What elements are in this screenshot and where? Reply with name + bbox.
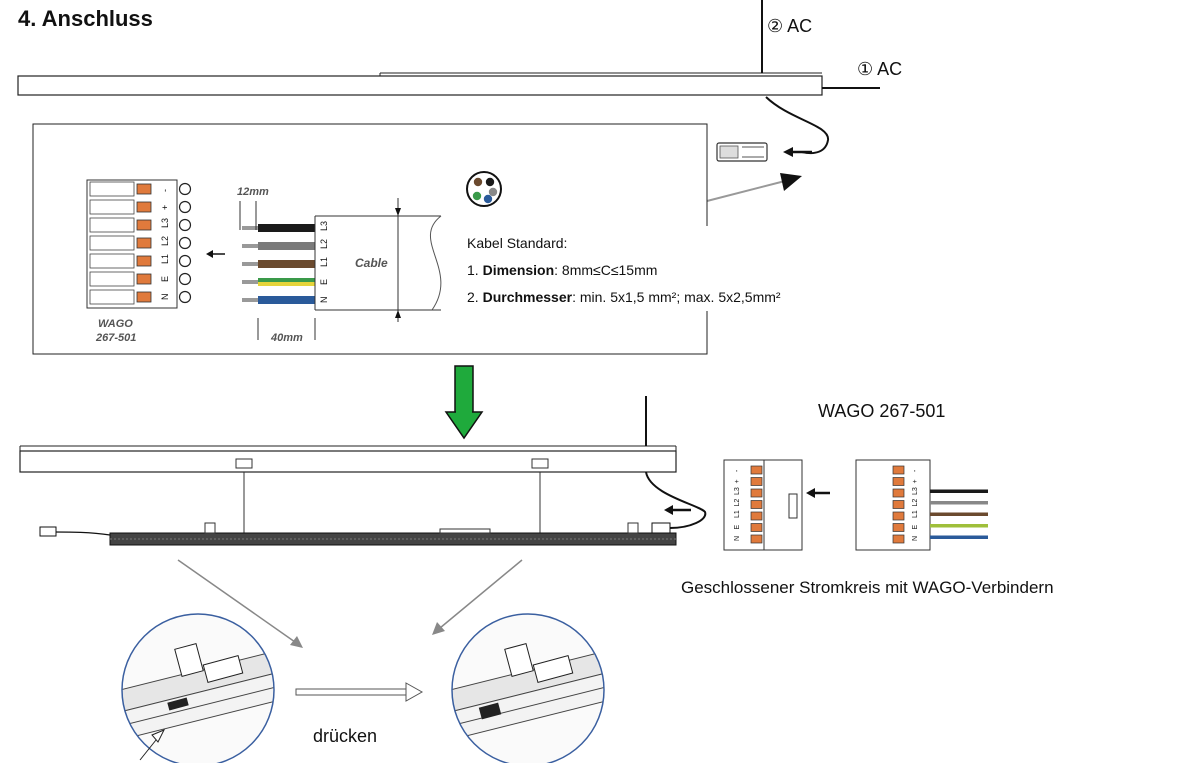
terminal-pin-label: E	[160, 276, 170, 282]
spec-item2-val: : min. 5x1,5 mm²; max. 5x2,5mm²	[572, 289, 781, 305]
cable-sheath	[314, 198, 442, 322]
wago-pin-label: L1	[912, 510, 919, 518]
terminal-pin-label: +	[160, 205, 170, 210]
sheath-length-label: 40mm	[270, 332, 303, 344]
terminal-block-name-line1: WAGO	[98, 318, 133, 330]
wire-label: N	[319, 297, 329, 304]
arrow-into-lead	[664, 505, 691, 515]
spec-item2-num: 2.	[467, 289, 479, 305]
led-module	[109, 522, 677, 546]
ac-label-2-text: AC	[787, 16, 813, 36]
ac-label-2-marker: ②	[767, 16, 784, 36]
wire-strip	[242, 280, 258, 284]
wago-heading: WAGO 267-501	[818, 401, 946, 421]
wire-strip	[242, 298, 258, 302]
wago-pin-label: N	[734, 536, 741, 541]
spec-heading: Kabel Standard:	[467, 235, 568, 251]
ac-label-2: ② AC	[767, 16, 812, 37]
wago-out-wire	[930, 501, 988, 505]
wago-pin-label: +	[912, 479, 919, 483]
wago-pin-label: E	[912, 525, 919, 530]
ac-label-1-text: AC	[877, 59, 903, 79]
wago-out-wire	[930, 512, 988, 516]
strip-length-label: 12mm	[237, 186, 269, 198]
wago-pin-label: L1	[734, 510, 741, 518]
wago-pin-label: N	[912, 536, 919, 541]
closed-circuit-caption: Geschlossener Stromkreis mit WAGO-Verbin…	[681, 578, 1054, 597]
wago-pin-label: -	[734, 469, 741, 472]
top-cable	[765, 96, 829, 155]
spec-item-dimension: 1. Dimension: 8mm≤C≤15mm	[467, 257, 781, 284]
wire-l3	[258, 224, 315, 232]
ac-label-1: ① AC	[857, 59, 902, 80]
arrow-into-terminal	[206, 250, 225, 258]
page-title: 4. Anschluss	[18, 6, 153, 31]
detail-pointer-arrow	[706, 173, 802, 202]
left-connector-lead	[39, 526, 111, 537]
detail-circle-after	[451, 613, 605, 763]
wago-pin-label: L3	[912, 487, 919, 495]
arrow-into-plug	[783, 147, 812, 157]
wire-label: L1	[319, 257, 329, 267]
spec-item2-key: Durchmesser	[482, 289, 573, 305]
cable-cross-section-icon	[466, 171, 502, 207]
right-connector-lead	[645, 471, 707, 534]
wago-pin-label: +	[734, 479, 741, 483]
wago-pin-label: -	[912, 469, 919, 472]
wire-n	[258, 296, 315, 304]
wire-label: L3	[319, 221, 329, 231]
wago-pin-label: L2	[734, 499, 741, 507]
terminal-pin-label: L1	[160, 254, 170, 264]
cable-label: Cable	[355, 256, 388, 270]
terminal-block-name-line2: 267-501	[95, 332, 136, 344]
terminal-pin-label: N	[160, 294, 170, 301]
wago-pin-label: L2	[912, 499, 919, 507]
terminal-pin-label: L3	[160, 218, 170, 228]
pointer-arrow-right	[432, 559, 523, 635]
wire-l2	[258, 242, 315, 250]
cable-wires	[242, 224, 315, 304]
wire-strip	[242, 262, 258, 266]
suspension-clips	[235, 458, 549, 533]
plug-connector-top	[716, 142, 768, 162]
green-down-arrow	[444, 365, 484, 440]
spec-item1-val: : 8mm≤C≤15mm	[554, 262, 658, 278]
terminal-pin-label: L2	[160, 236, 170, 246]
pointer-arrow-left	[177, 559, 303, 648]
ac-label-1-marker: ①	[857, 59, 874, 79]
terminal-pin-label: -	[160, 189, 170, 192]
top-rail	[17, 72, 823, 96]
wago-out-wire	[930, 535, 988, 539]
wago-out-wire	[930, 489, 988, 493]
spec-item-diameter: 2. Durchmesser: min. 5x1,5 mm²; max. 5x2…	[467, 284, 781, 311]
cable-spec: Kabel Standard: 1. Dimension: 8mm≤C≤15mm…	[467, 230, 781, 311]
bottom-rail	[19, 445, 677, 473]
detail-circle-before	[121, 613, 275, 763]
press-arrow	[295, 682, 424, 702]
wire-label: E	[319, 279, 329, 285]
wire-l1	[258, 260, 315, 268]
wago-pin-label: E	[734, 525, 741, 530]
wago-pin-label: L3	[734, 487, 741, 495]
arrow-between-wago	[806, 488, 830, 498]
wire-label: L2	[319, 239, 329, 249]
wago-out-wire	[930, 524, 988, 528]
press-label: drücken	[313, 726, 378, 746]
spec-item1-num: 1.	[467, 262, 479, 278]
spec-item1-key: Dimension	[482, 262, 555, 278]
wire-strip	[242, 226, 258, 230]
wire-strip	[242, 244, 258, 248]
